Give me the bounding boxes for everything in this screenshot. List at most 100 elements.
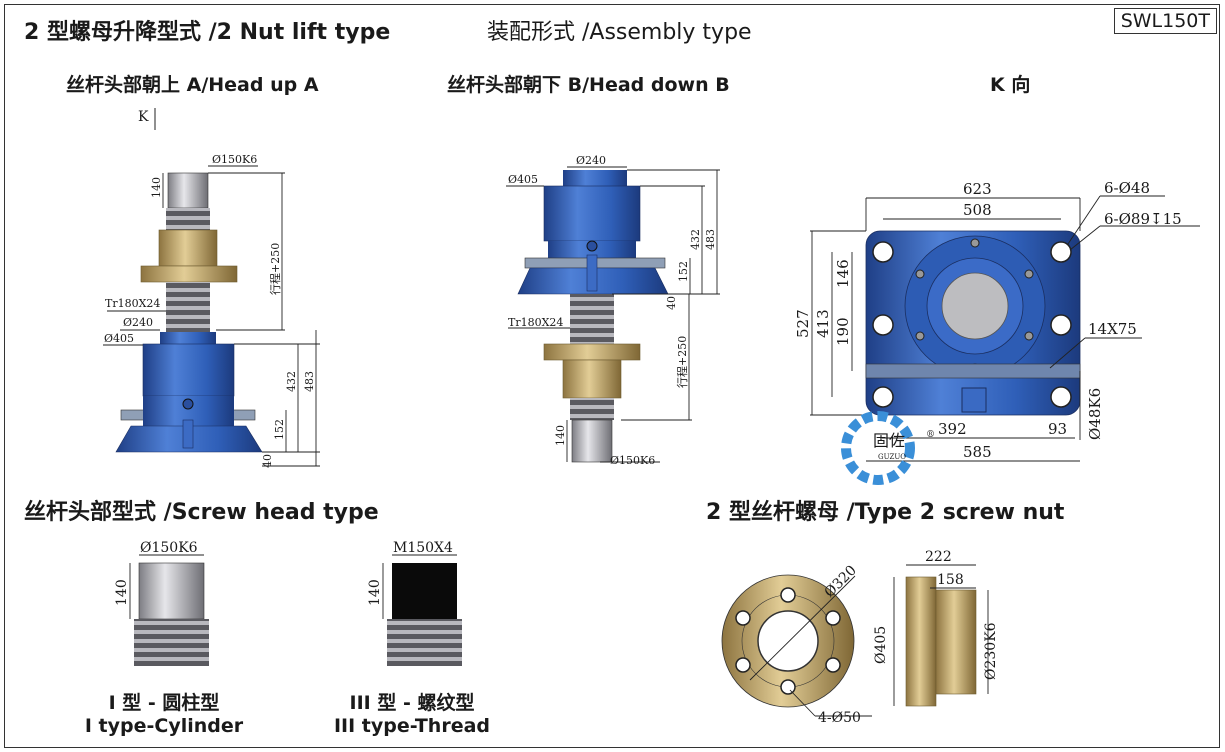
assembly-title: 装配形式 /Assembly type <box>487 20 752 45</box>
drawing-frame <box>4 4 1220 748</box>
a-nut-flange <box>140 265 238 283</box>
a-gearbox <box>142 343 235 397</box>
cylinder-caption-cn: I 型 - 圆柱型 <box>108 692 220 714</box>
cyl-dim: Ø150K6 <box>140 540 198 556</box>
a-top-cover <box>160 332 216 344</box>
guzuo-logo: 固佐 ® GUZUO <box>841 411 935 485</box>
k-dim-h190: 190 <box>834 317 852 346</box>
nut-dim-w222: 222 <box>925 549 952 565</box>
nut-dim-holes: 4-Ø50 <box>818 710 861 726</box>
a-screw-thread <box>166 282 210 332</box>
b-dim-h432: 432 <box>689 229 702 250</box>
head-up-title: 丝杆头部朝上 A/Head up A <box>66 74 319 96</box>
b-nut-body <box>562 359 622 399</box>
k-bolt <box>915 331 925 341</box>
a-dim-stroke: 行程+250 <box>269 243 282 295</box>
b-grease-plug <box>586 240 598 252</box>
b-dim-h40: 40 <box>665 296 678 310</box>
nut-bore <box>757 610 819 672</box>
a-dim-tr: Tr180X24 <box>105 297 160 310</box>
k-view: 623 508 6-Ø48 6-Ø89↧15 527 413 146 190 1… <box>794 179 1200 462</box>
k-dim-h413: 413 <box>814 309 832 338</box>
k-grease-block <box>961 387 987 413</box>
k-dim-w623: 623 <box>963 180 992 198</box>
b-dim-stroke: 行程+250 <box>676 336 689 388</box>
thread-shaft <box>392 563 457 619</box>
k-mount-hole <box>1050 314 1072 336</box>
a-dim-h140: 140 <box>150 177 163 198</box>
k-bolt <box>1024 269 1034 279</box>
model-badge: SWL150T <box>1113 8 1217 34</box>
a-screw-thread-top <box>166 208 210 230</box>
nut-dim-d320: Ø320 <box>822 563 860 601</box>
nut-title: 2 型丝杆螺母 /Type 2 screw nut <box>706 500 1065 525</box>
b-dim-h140: 140 <box>554 425 567 446</box>
k-view-title: K 向 <box>990 74 1031 96</box>
cylinder-thread <box>134 619 209 666</box>
nut-dim-d405: Ø405 <box>873 626 889 664</box>
a-screw-head <box>167 172 209 209</box>
k-bolt <box>970 238 980 248</box>
cylinder-caption: I 型 - 圆柱型 I type-Cylinder <box>64 692 264 738</box>
k-mount-hole <box>872 314 894 336</box>
b-dim-h152: 152 <box>677 261 690 282</box>
b-dim-h483: 483 <box>704 229 717 250</box>
a-dim-d405: Ø405 <box>104 332 134 345</box>
nut-side-view: 222 158 Ø405 Ø230K6 <box>873 549 999 707</box>
nut-hole <box>825 610 841 626</box>
k-dim-holes1: 6-Ø48 <box>1104 179 1150 197</box>
a-dim-h432: 432 <box>285 371 298 392</box>
a-dim-h40: 40 <box>261 454 274 468</box>
k-dim-shaft: Ø48K6 <box>1086 388 1104 440</box>
nut-hole <box>780 679 796 695</box>
b-screw-thread-low <box>570 398 614 420</box>
nut-dim-w158: 158 <box>937 572 964 588</box>
b-dim-tr: Tr180X24 <box>508 316 563 329</box>
a-dim-d240: Ø240 <box>123 316 153 329</box>
k-dim-h146: 146 <box>834 259 852 288</box>
head-down-assembly: Ø240 Ø405 432 483 152 40 Tr180X24 行程+250… <box>506 154 720 467</box>
cylinder-head: Ø150K6 140 <box>114 540 209 666</box>
k-mount-hole <box>872 386 894 408</box>
k-arrow-label: K <box>138 109 149 125</box>
thr-dim: M150X4 <box>393 540 453 556</box>
logo-sub: GUZUO <box>878 453 906 461</box>
nut-dim-d230: Ø230K6 <box>983 622 999 680</box>
screw-head-title: 丝杆头部型式 /Screw head type <box>24 500 379 525</box>
b-screw-thread <box>570 294 614 344</box>
a-dim-h152: 152 <box>273 419 286 440</box>
cyl-dim-h: 140 <box>114 579 130 606</box>
nut-hole <box>825 657 841 673</box>
thread-caption-cn: III 型 - 螺纹型 <box>349 692 475 714</box>
nut-hole <box>735 610 751 626</box>
a-center-rib <box>182 419 194 449</box>
b-nut-flange <box>543 343 641 361</box>
logo-mark: ® <box>926 430 935 440</box>
k-dim-w93: 93 <box>1048 420 1067 438</box>
b-top-cover <box>563 170 627 186</box>
k-dim-key: 14X75 <box>1088 320 1137 338</box>
b-screw-head <box>571 419 613 463</box>
thread-thread <box>387 619 462 666</box>
k-worm-shaft <box>865 363 1081 379</box>
head-down-title: 丝杆头部朝下 B/Head down B <box>447 74 730 96</box>
b-dim-d240: Ø240 <box>576 154 606 167</box>
nut-hole <box>735 657 751 673</box>
nut-side-flange <box>905 576 937 707</box>
thread-head: M150X4 140 <box>367 540 462 666</box>
nut-front-view: Ø320 4-Ø50 <box>721 563 872 726</box>
b-center-rib <box>586 254 598 292</box>
k-dim-h527: 527 <box>794 309 812 338</box>
k-screw-bore <box>941 272 1009 340</box>
cylinder-shaft <box>138 562 205 620</box>
k-mount-hole <box>1050 386 1072 408</box>
head-up-assembly: K Ø150K6 140 行程+250 Tr180X24 Ø240 Ø405 4… <box>103 108 320 468</box>
k-dim-w392: 392 <box>938 420 967 438</box>
thread-caption: III 型 - 螺纹型 III type-Thread <box>312 692 512 738</box>
k-mount-hole <box>1050 241 1072 263</box>
logo-text: 固佐 <box>873 431 905 450</box>
cylinder-caption-en: I type-Cylinder <box>84 715 244 737</box>
thread-caption-en: III type-Thread <box>333 715 491 737</box>
k-bolt <box>915 269 925 279</box>
